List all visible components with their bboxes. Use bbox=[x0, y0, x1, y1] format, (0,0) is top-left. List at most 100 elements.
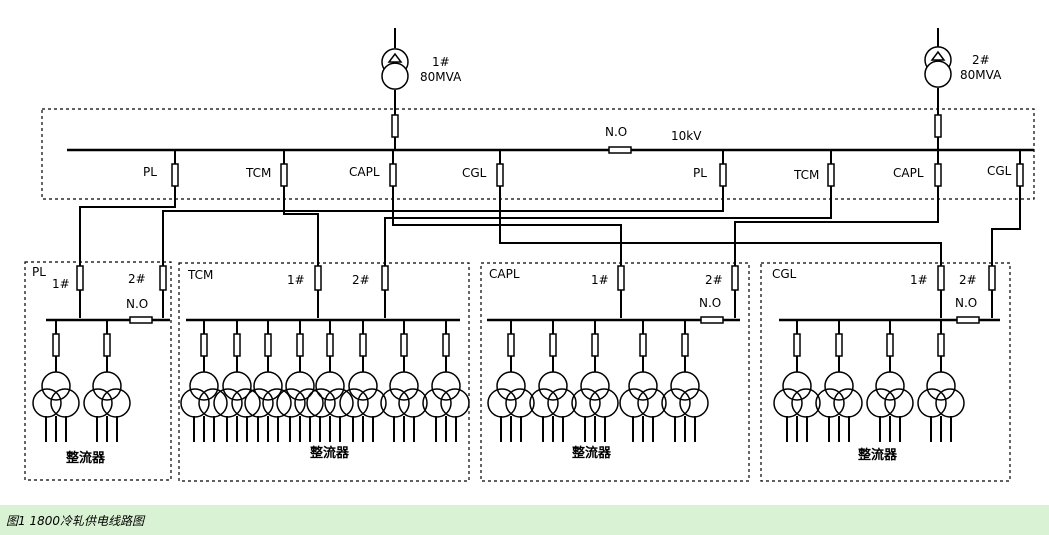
hv-switchgear-box bbox=[41, 108, 1035, 200]
substation-cgl-tie: N.O bbox=[955, 296, 977, 310]
substation-capl-name: CAPL bbox=[489, 267, 520, 281]
substation-pl-rectifier-transformer bbox=[83, 371, 131, 418]
feeder-breaker bbox=[280, 163, 288, 187]
substation-capl-in2: 2# bbox=[705, 273, 723, 287]
substation-capl-load-breaker bbox=[591, 333, 599, 357]
incoming-breaker bbox=[391, 114, 399, 138]
substation-capl-load-breaker bbox=[681, 333, 689, 357]
substation-tcm-rectifier-transformer bbox=[380, 371, 428, 418]
substation-capl-incomer-2-breaker bbox=[731, 265, 739, 291]
transformer-2-id: 2# bbox=[972, 53, 990, 67]
substation-capl-box bbox=[480, 262, 750, 482]
feeder-label-tcm-2: TCM bbox=[793, 168, 819, 182]
substation-tcm-name: TCM bbox=[187, 268, 213, 282]
substation-cgl-incomer-1-breaker bbox=[937, 265, 945, 291]
substation-pl-in2: 2# bbox=[128, 272, 146, 286]
substation-pl-in1: 1# bbox=[52, 277, 70, 291]
substation-cgl-in1: 1# bbox=[910, 273, 928, 287]
substation-pl-name: PL bbox=[32, 265, 46, 279]
substation-cgl-bus-tie-breaker bbox=[956, 316, 980, 324]
substation-tcm-load-breaker bbox=[264, 333, 272, 357]
substation-cgl-rectifier-transformer bbox=[917, 371, 965, 418]
substation-cgl-load-breaker bbox=[886, 333, 894, 357]
substation-tcm-rectifier-transformer bbox=[306, 371, 354, 418]
substation-tcm-incomer-2-breaker bbox=[381, 265, 389, 291]
transformer-2-rating: 80MVA bbox=[960, 68, 1002, 82]
feeder-breaker bbox=[496, 163, 504, 187]
substation-pl-bus-tie-breaker bbox=[129, 316, 153, 324]
substation-pl-box bbox=[24, 261, 172, 481]
caption-bar: 图1 1800冷轧供电线路图 bbox=[0, 505, 1049, 535]
figure-caption: 图1 1800冷轧供电线路图 bbox=[6, 514, 144, 528]
incoming-transformer-1 bbox=[381, 48, 409, 90]
substation-cgl-rectifier-transformer bbox=[866, 371, 914, 418]
substation-tcm-rectifier-label: 整流器 bbox=[309, 445, 350, 461]
substation-tcm-load-breaker bbox=[200, 333, 208, 357]
substation-tcm-rectifier-transformer bbox=[244, 371, 292, 418]
substation-capl-rectifier-transformer bbox=[619, 371, 667, 418]
substation-tcm-rectifier-transformer bbox=[422, 371, 470, 418]
substation-tcm-load-breaker bbox=[359, 333, 367, 357]
substation-cgl-incomer-2-breaker bbox=[988, 265, 996, 291]
feeder-label-cgl-1: CGL bbox=[462, 166, 487, 180]
substation-tcm-load-breaker bbox=[296, 333, 304, 357]
feeder-capl-1 bbox=[392, 190, 622, 318]
substation-capl-incomer-1-breaker bbox=[617, 265, 625, 291]
substation-pl-rectifier-transformer bbox=[32, 371, 80, 418]
feeder-label-pl-1: PL bbox=[143, 165, 157, 179]
main-bus-tie-breaker bbox=[608, 146, 632, 154]
substation-capl-load-breaker bbox=[639, 333, 647, 357]
substation-cgl-in2: 2# bbox=[959, 273, 977, 287]
substation-capl-rectifier-transformer bbox=[661, 371, 709, 418]
substation-tcm-rectifier-transformer bbox=[180, 371, 228, 418]
substation-tcm-load-breaker bbox=[400, 333, 408, 357]
substation-tcm-box bbox=[178, 262, 470, 482]
power-supply-diagram: 1# 80MVA 2# 80MVA N.O 10kV PL TCM CAPL C… bbox=[24, 28, 1035, 482]
substation-cgl-rectifier-transformer bbox=[773, 371, 821, 418]
substation-capl-bus-tie-breaker bbox=[700, 316, 724, 324]
feeder-breaker bbox=[719, 163, 727, 187]
feeder-capl-2 bbox=[734, 190, 939, 318]
feeder-breaker bbox=[1016, 163, 1024, 187]
substation-tcm-rectifier-transformer bbox=[339, 371, 387, 418]
feeder-tcm-1 bbox=[283, 190, 319, 318]
substation-tcm-rectifier-transformer bbox=[213, 371, 261, 418]
substation-cgl-box bbox=[760, 262, 1011, 482]
substation-tcm-rectifier-transformer bbox=[276, 371, 324, 418]
substation-tcm-in1: 1# bbox=[287, 273, 305, 287]
feeder-label-pl-2: PL bbox=[693, 166, 707, 180]
substation-capl-in1: 1# bbox=[591, 273, 609, 287]
winding-delta-symbol bbox=[387, 52, 403, 63]
substation-capl-rectifier-transformer bbox=[487, 371, 535, 418]
feeder-label-cgl-2: CGL bbox=[987, 164, 1012, 178]
winding-delta-symbol bbox=[930, 50, 946, 61]
feeder-label-capl-2: CAPL bbox=[893, 166, 924, 180]
substation-pl-rectifier-label: 整流器 bbox=[65, 450, 106, 466]
substation-tcm-load-breaker bbox=[233, 333, 241, 357]
substation-pl-tie: N.O bbox=[126, 297, 148, 311]
substation-cgl-rectifier-label: 整流器 bbox=[857, 447, 898, 463]
substation-tcm-load-breaker bbox=[326, 333, 334, 357]
feeder-cgl-2 bbox=[991, 190, 1021, 318]
substation-cgl-load-breaker bbox=[937, 333, 945, 357]
substation-cgl-load-breaker bbox=[793, 333, 801, 357]
substation-pl-incomer-2-breaker bbox=[159, 265, 167, 291]
substation-capl-rectifier-transformer bbox=[529, 371, 577, 418]
feeder-breaker bbox=[827, 163, 835, 187]
substation-cgl-name: CGL bbox=[772, 267, 797, 281]
feeder-breaker bbox=[171, 163, 179, 187]
substation-cgl-load-breaker bbox=[835, 333, 843, 357]
substation-capl-rectifier-transformer bbox=[571, 371, 619, 418]
transformer-1-rating: 80MVA bbox=[420, 70, 462, 84]
substation-tcm-incomer-1-breaker bbox=[314, 265, 322, 291]
bus-voltage-label: 10kV bbox=[671, 129, 702, 143]
main-tie-label: N.O bbox=[605, 125, 627, 139]
feeder-breaker bbox=[934, 163, 942, 187]
substation-capl-load-breaker bbox=[549, 333, 557, 357]
substation-tcm-load-breaker bbox=[442, 333, 450, 357]
substation-tcm-in2: 2# bbox=[352, 273, 370, 287]
feeder-label-tcm-1: TCM bbox=[245, 166, 271, 180]
substation-pl-load-breaker bbox=[52, 333, 60, 357]
feeder-breaker bbox=[389, 163, 397, 187]
incoming-breaker bbox=[934, 114, 942, 138]
